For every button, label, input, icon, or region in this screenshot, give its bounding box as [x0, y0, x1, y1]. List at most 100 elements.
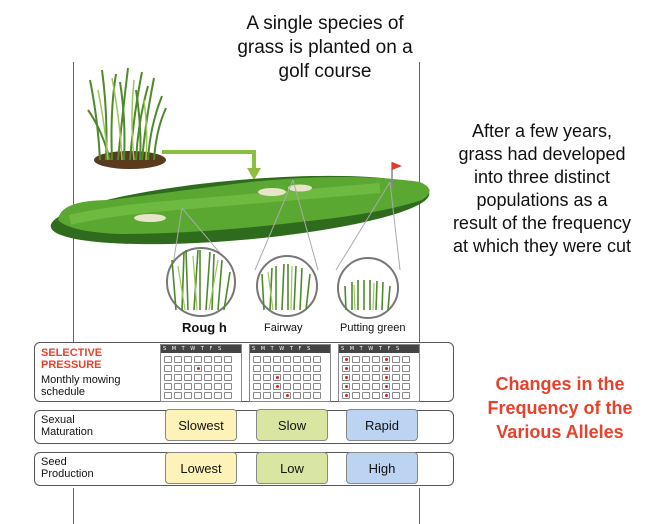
- calendar-day: [263, 356, 271, 363]
- calendar-fairway: S M T W T F S: [249, 344, 331, 402]
- calendar-day: [303, 374, 311, 381]
- calendar-day-mowed: [342, 383, 350, 390]
- calendar-day: [402, 356, 410, 363]
- calendar-day: [194, 383, 202, 390]
- calendar-header: S M T W T F S: [339, 345, 419, 353]
- calendar-day: [293, 365, 301, 372]
- calendar-day: [184, 374, 192, 381]
- calendar-day-mowed: [342, 392, 350, 399]
- calendar-day: [224, 374, 232, 381]
- calendar-day: [283, 356, 291, 363]
- calendar-day-mowed: [382, 365, 390, 372]
- calendar-day: [402, 365, 410, 372]
- calendar-day: [392, 383, 400, 390]
- calendar-day: [372, 356, 380, 363]
- calendar-day: [164, 356, 172, 363]
- calendar-day-mowed: [283, 392, 291, 399]
- calendar-day: [174, 365, 182, 372]
- calendar-day: [184, 356, 192, 363]
- calendar-day: [263, 374, 271, 381]
- calendar-day: [372, 374, 380, 381]
- calendar-day: [164, 365, 172, 372]
- calendar-day: [253, 356, 261, 363]
- seed-production-label: Seed Production: [41, 456, 94, 480]
- calendar-day: [293, 356, 301, 363]
- calendar-day: [283, 383, 291, 390]
- calendar-day: [164, 374, 172, 381]
- calendar-day: [224, 392, 232, 399]
- calendar-day: [352, 365, 360, 372]
- calendar-day: [174, 356, 182, 363]
- calendar-day: [303, 392, 311, 399]
- calendar-day-mowed: [273, 374, 281, 381]
- calendar-day: [293, 374, 301, 381]
- calendar-day: [253, 374, 261, 381]
- maturation-rough: Slowest: [165, 409, 237, 441]
- calendar-day-mowed: [382, 374, 390, 381]
- calendar-day: [313, 374, 321, 381]
- selective-pressure-heading: SELECTIVE PRESSURE: [41, 347, 103, 371]
- population-label-rough: Roug h: [182, 320, 227, 335]
- calendar-day: [362, 383, 370, 390]
- calendar-day: [224, 383, 232, 390]
- calendar-day: [263, 392, 271, 399]
- calendar-day: [184, 392, 192, 399]
- calendar-day: [293, 392, 301, 399]
- calendar-day-mowed: [342, 365, 350, 372]
- population-label-putting-green: Putting green: [340, 322, 406, 334]
- calendar-day: [184, 365, 192, 372]
- calendar-day: [352, 374, 360, 381]
- calendar-day: [263, 383, 271, 390]
- calendar-day-mowed: [342, 374, 350, 381]
- calendar-day-mowed: [342, 356, 350, 363]
- fairway-grass-icon: [256, 255, 318, 317]
- calendar-day: [214, 356, 222, 363]
- calendar-day: [174, 392, 182, 399]
- calendar-day: [303, 356, 311, 363]
- calendar-day: [352, 383, 360, 390]
- calendar-day: [184, 383, 192, 390]
- calendar-day: [253, 383, 261, 390]
- calendar-header: S M T W T F S: [250, 345, 330, 353]
- calendar-day: [313, 383, 321, 390]
- calendar-day: [372, 365, 380, 372]
- calendar-day: [362, 392, 370, 399]
- maturation-fairway: Slow: [256, 409, 328, 441]
- seed-rough: Lowest: [165, 452, 237, 484]
- calendar-day: [194, 374, 202, 381]
- calendar-day: [283, 365, 291, 372]
- calendar-day: [174, 383, 182, 390]
- calendar-day: [164, 383, 172, 390]
- calendar-day: [253, 365, 261, 372]
- calendar-day: [204, 383, 212, 390]
- calendar-day: [214, 365, 222, 372]
- explanation-text: After a few years, grass had developed i…: [452, 121, 632, 256]
- calendar-day-mowed: [273, 383, 281, 390]
- calendar-day: [402, 392, 410, 399]
- title-text: A single species of grass is planted on …: [237, 13, 413, 82]
- frame-line-left-bottom: [73, 488, 74, 524]
- conclusion-text: Changes in the Frequency of the Various …: [487, 374, 633, 442]
- calendar-day: [214, 392, 222, 399]
- calendar-day: [174, 374, 182, 381]
- calendar-day: [273, 356, 281, 363]
- calendar-day: [362, 356, 370, 363]
- calendar-day: [313, 356, 321, 363]
- seed-fairway: Low: [256, 452, 328, 484]
- calendar-day: [303, 383, 311, 390]
- calendar-day: [402, 383, 410, 390]
- calendar-day: [392, 392, 400, 399]
- golf-course-illustration: [50, 67, 430, 319]
- putting-green-grass-icon: [337, 257, 399, 319]
- calendar-day-mowed: [194, 365, 202, 372]
- arrow: [162, 150, 256, 170]
- calendar-day: [204, 365, 212, 372]
- calendar-day: [303, 365, 311, 372]
- calendar-day: [164, 392, 172, 399]
- calendar-putting-green: S M T W T F S: [338, 344, 420, 402]
- calendar-day: [204, 356, 212, 363]
- calendar-rough: S M T W T F S: [160, 344, 242, 402]
- calendar-day: [194, 356, 202, 363]
- calendar-day: [273, 365, 281, 372]
- calendar-day: [402, 374, 410, 381]
